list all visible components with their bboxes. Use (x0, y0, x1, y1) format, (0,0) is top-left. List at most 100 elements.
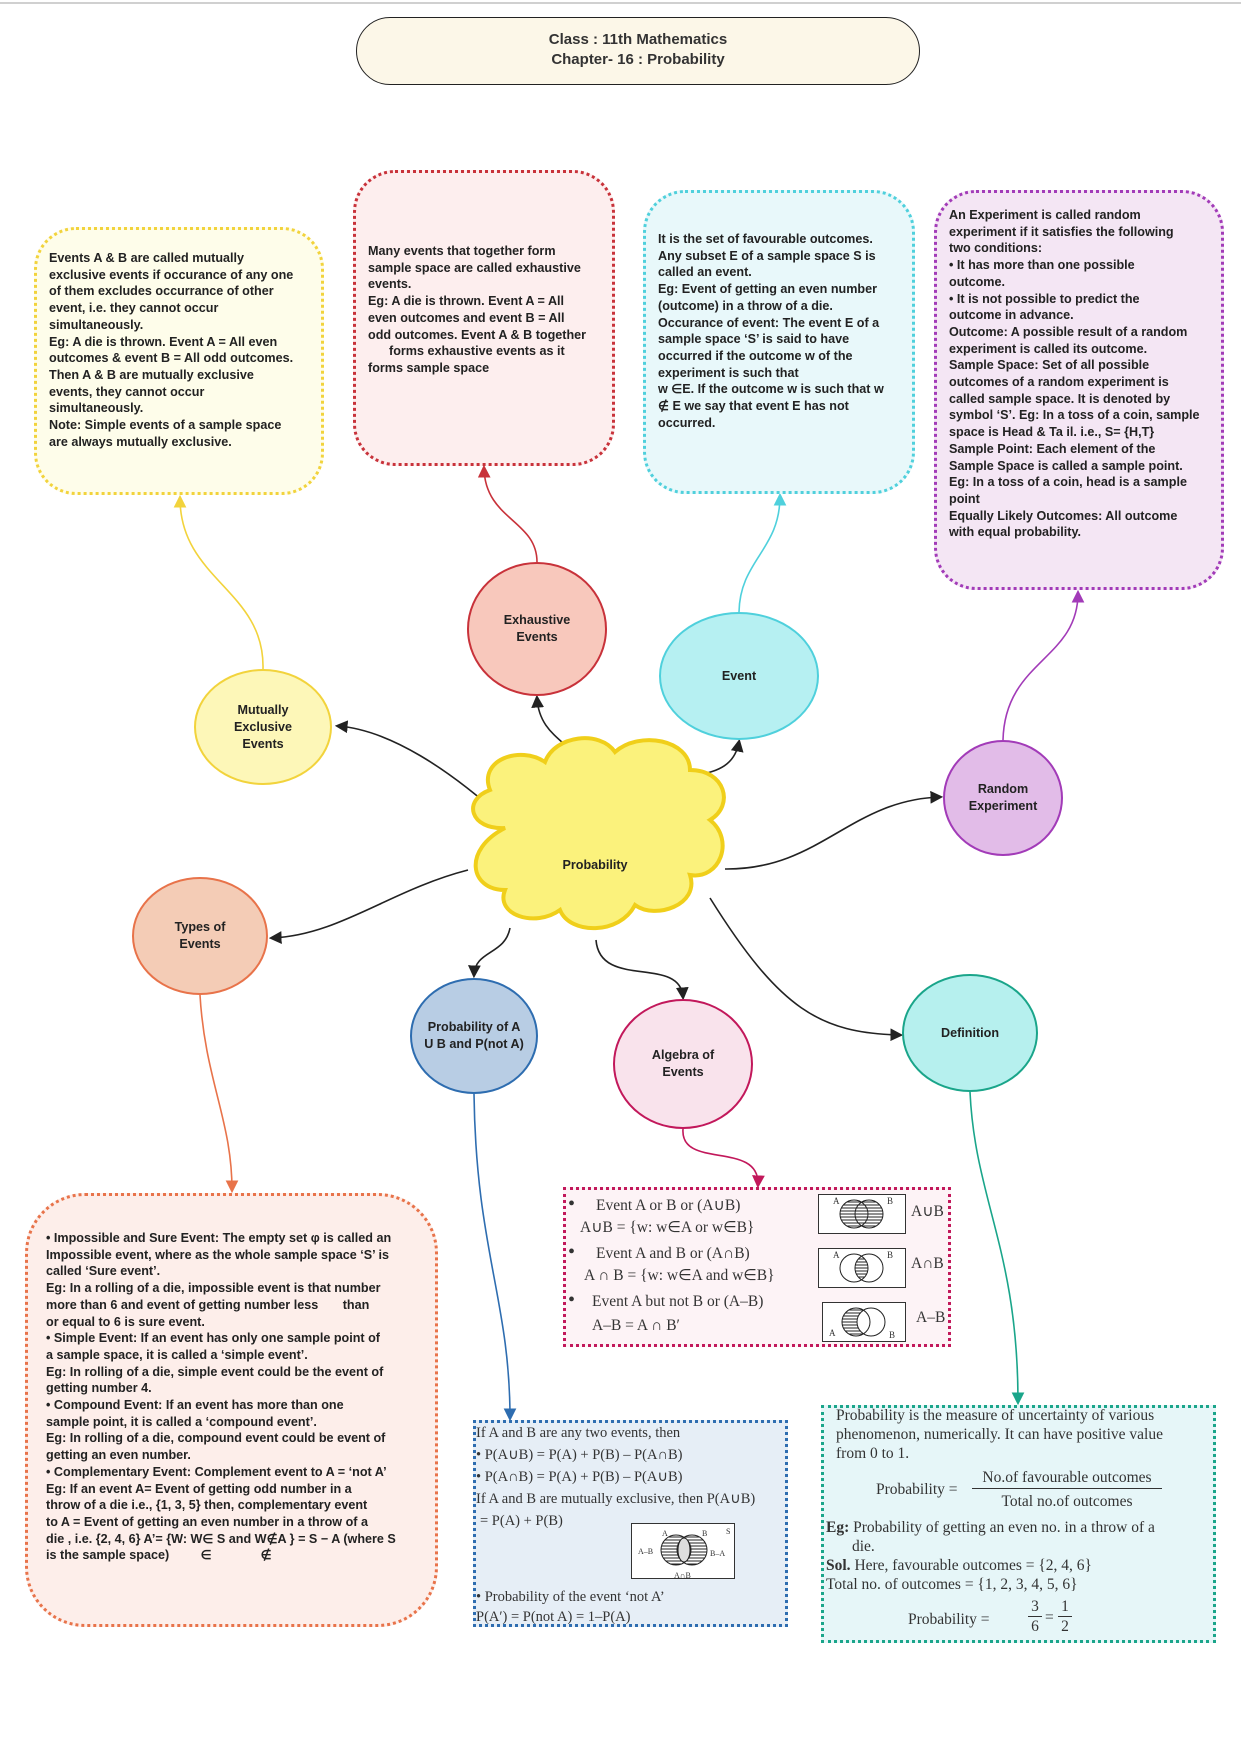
algebra-line: A–B = A ∩ B′ (592, 1317, 680, 1334)
probability-cloud-shape (471, 736, 726, 931)
fraction-denominator: 2 (1061, 1618, 1069, 1635)
text-line: outcome in advance. (949, 308, 1074, 323)
node-algebra-of-events[interactable]: Algebra of Events (613, 999, 753, 1129)
link-center-aub (468, 927, 511, 979)
node-types-of-events[interactable]: Types of Events (132, 877, 268, 995)
center-node-probability[interactable]: Probability (555, 840, 635, 890)
title-class: Class : 11th Mathematics (548, 31, 728, 48)
text-line: Sample Space is called a sample point. (949, 458, 1183, 473)
text-line: (outcome) in a throw of a die. (658, 298, 833, 313)
algebra-line: Event A or B or (A∪B) (596, 1197, 741, 1214)
node-exhaustive-events[interactable]: Exhaustive Events (467, 562, 607, 696)
venn-label-a-minus-b: A–B (638, 1547, 654, 1556)
text-line: called sample space. It is denoted by (949, 391, 1171, 406)
text-line: die , i.e. {2, 4, 6} A’= {W: W∈ S and W∉… (46, 1531, 396, 1546)
text-line: simultaneously. (49, 317, 144, 332)
venn-label-b: B (887, 1250, 894, 1260)
text-line: Eg: A die is thrown. Event A = All (368, 294, 565, 309)
aub-line: If A and B are any two events, then (476, 1425, 681, 1441)
text-line: of them excludes occurrance of other (49, 284, 274, 299)
text-line: or equal to 6 is sure event. (46, 1314, 205, 1329)
top-divider (0, 2, 1241, 4)
venn-label-a: A (829, 1328, 836, 1338)
text-line: getting number 4. (46, 1381, 152, 1396)
text-line: Then A & B are mutually exclusive (49, 367, 254, 382)
text-line: Impossible event, where as the whole sam… (46, 1247, 389, 1262)
node-label: Algebra of Events (651, 1048, 715, 1079)
venn-label-a: A (833, 1196, 840, 1206)
text-line: odd outcomes. Event A & B together (368, 327, 587, 342)
link-center-algebra (595, 939, 689, 1001)
text-line: ∉ E we say that event E has not (658, 399, 849, 414)
node-random-experiment[interactable]: Random Experiment (943, 740, 1063, 856)
text-line: exclusive events if occurance of any one (49, 267, 294, 282)
text-line: Events A & B are called mutually (49, 251, 245, 265)
node-probability-aub[interactable]: Probability of A U B and P(not A) (410, 978, 538, 1094)
text-line: events. (368, 277, 412, 292)
text-line: • Compound Event: If an event has more t… (46, 1398, 344, 1413)
sol-label: Sol. (826, 1557, 851, 1574)
node-label: Types of Events (174, 920, 226, 951)
venn-caption-intersection: A∩B (911, 1255, 944, 1272)
formula-label: Probability = (876, 1481, 958, 1498)
link-algebra-box (682, 1128, 765, 1189)
venn-label-a: A (833, 1250, 840, 1260)
text-line: outcomes & event B = All odd outcomes. (49, 351, 294, 366)
text-line: more than 6 and event of getting number … (46, 1297, 370, 1312)
venn-aub-diagram: A B S A–B B–A A∩B (631, 1523, 735, 1580)
aub-line: • P(A∩B) = P(A) + P(B) – P(A∪B) (476, 1469, 683, 1485)
text-line: Outcome: A possible result of a random (949, 324, 1188, 339)
text-line: with equal probability. (949, 525, 1082, 540)
node-definition[interactable]: Definition (902, 974, 1038, 1092)
venn-difference: A B (822, 1302, 906, 1342)
node-label: Probability of A U B and P(not A) (424, 1020, 524, 1051)
text-line: symbol ‘S’. Eg: In a toss of a coin, sam… (949, 408, 1200, 423)
definition-info-box: Probability is the measure of uncertaint… (821, 1405, 1216, 1643)
link-definition-box (969, 1091, 1025, 1406)
bullet: • (568, 1241, 576, 1263)
link-center-definition (709, 897, 904, 1042)
text-line: sample space ‘S’ is said to have (658, 332, 850, 347)
link-center-random (724, 790, 944, 870)
link-event-box (738, 492, 787, 613)
node-mutually-exclusive[interactable]: Mutually Exclusive Events (194, 669, 332, 785)
text-line: experiment is such that (658, 365, 799, 380)
text-line: Eg: Event of getting an even number (658, 282, 878, 297)
bullet: • (568, 1193, 576, 1215)
text-line: is the sample space) ∈ ∉ (46, 1548, 272, 1563)
text-line: Eg: In rolling of a die, compound event … (46, 1431, 386, 1446)
link-random-box (1002, 589, 1085, 741)
definition-line: from 0 to 1. (836, 1445, 910, 1462)
node-event[interactable]: Event (659, 612, 819, 740)
page-title: Class : 11th Mathematics Chapter- 16 : P… (356, 17, 920, 85)
venn-label-b: B (889, 1330, 896, 1340)
text-line: Eg: In a rolling of a die, impossible ev… (46, 1281, 381, 1296)
text-line: throw of a die i.e., {1, 3, 5} then, com… (46, 1498, 368, 1513)
algebra-of-events-info-box: • Event A or B or (A∪B) A∪B = {w: w∈A or… (563, 1187, 951, 1347)
link-types-box (199, 994, 239, 1194)
venn-label-b: B (702, 1529, 708, 1538)
text-line: Sample Point: Each element of the (949, 441, 1156, 456)
aub-line: • P(A∪B) = P(A) + P(B) – P(A∩B) (476, 1447, 683, 1463)
text-line: occurred. (658, 415, 716, 430)
text-line: experiment is called its outcome. (949, 341, 1148, 356)
algebra-line: Event A but not B or (A–B) (592, 1293, 764, 1310)
venn-label-a: A (662, 1529, 668, 1538)
text-line: Eg: If an event A= Event of getting odd … (46, 1481, 352, 1496)
bullet: • (568, 1289, 576, 1311)
venn-caption-union: A∪B (911, 1203, 944, 1220)
sol-text: Here, favourable outcomes = {2, 4, 6} (854, 1557, 1092, 1574)
text-line: • Impossible and Sure Event: The empty s… (46, 1231, 392, 1245)
text-line: Any subset E of a sample space S is (658, 248, 876, 263)
fraction-denominator: 6 (1031, 1618, 1039, 1635)
text-line: Eg: In rolling of a die, simple event co… (46, 1364, 384, 1379)
eg-text-continued: die. (852, 1538, 875, 1555)
node-label: Event (721, 668, 757, 683)
text-line: are always mutually exclusive. (49, 434, 232, 449)
text-line: forms sample space (368, 360, 490, 375)
